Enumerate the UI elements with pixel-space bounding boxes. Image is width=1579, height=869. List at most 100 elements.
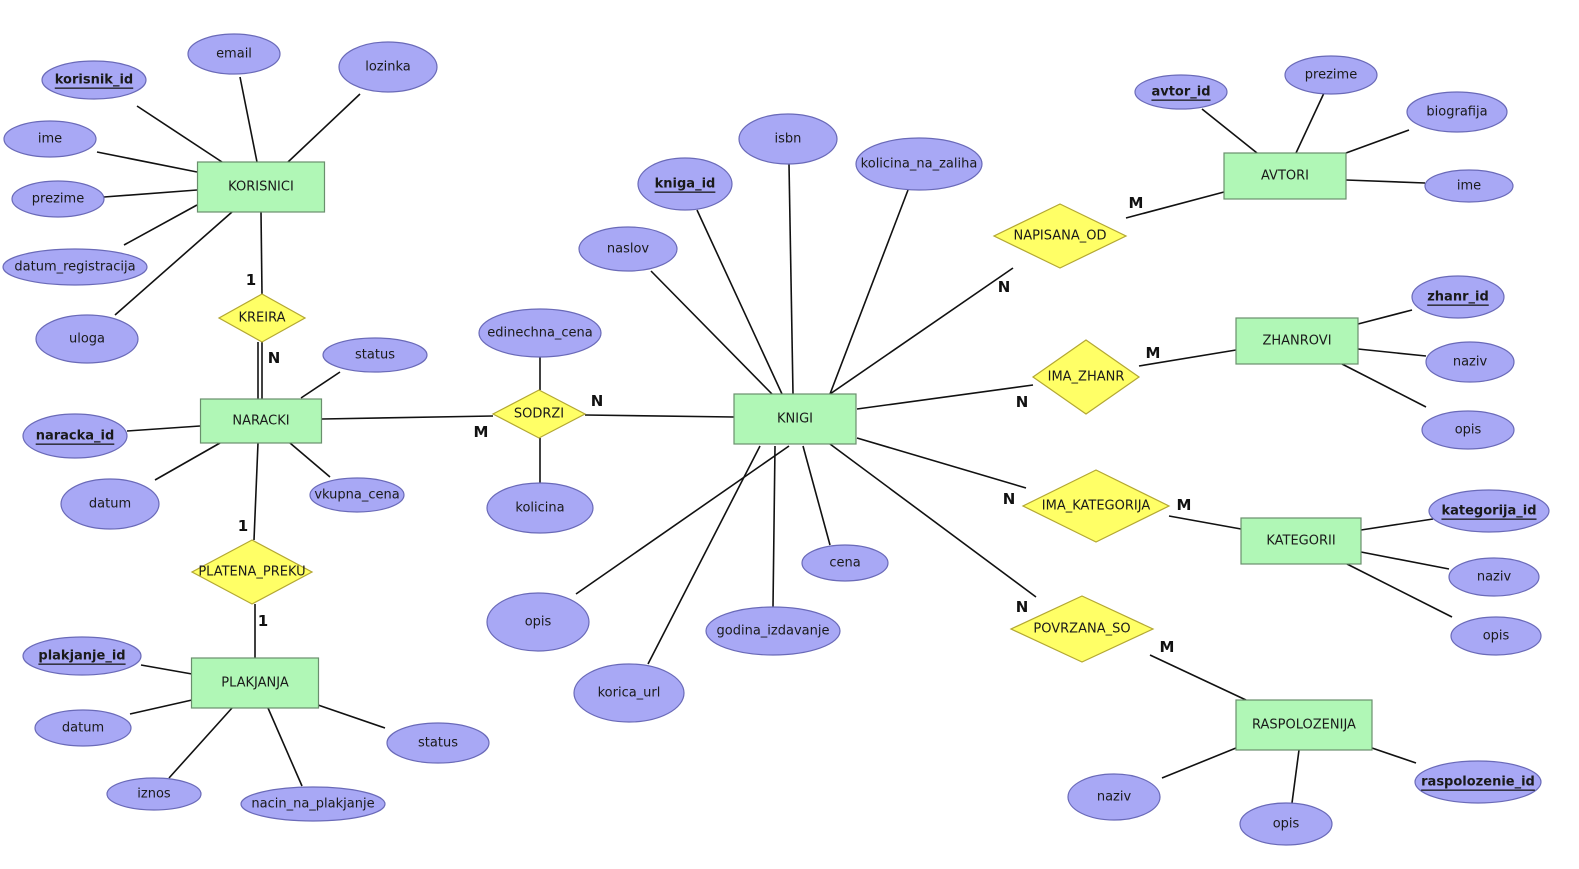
connector-line-10 — [300, 371, 341, 399]
attribute-biografija[interactable]: biografija — [1406, 91, 1508, 133]
relationship-ima-zhanr[interactable]: IMA_ZHANR — [1031, 339, 1141, 415]
connector-line-26 — [696, 209, 783, 395]
relationship-napisana-od[interactable]: NAPISANA_OD — [992, 203, 1128, 269]
attribute-avtor-id-pk[interactable]: avtor_id — [1134, 74, 1228, 110]
attribute-korisnik-id-pk[interactable]: korisnik_id — [41, 60, 147, 100]
attribute-status[interactable]: status — [322, 337, 428, 373]
attribute-label: naziv — [1097, 790, 1132, 805]
attribute-naziv[interactable]: naziv — [1448, 557, 1540, 597]
attribute-label: datum — [89, 497, 131, 512]
attribute-ellipse — [1406, 91, 1508, 133]
attribute-plakjanje-id-pk[interactable]: plakjanje_id — [22, 636, 142, 676]
attribute-opis[interactable]: opis — [486, 592, 590, 652]
connector-line-40 — [856, 437, 1027, 489]
relationship-sodrzi[interactable]: SODRZI — [491, 389, 587, 439]
attribute-ellipse — [2, 248, 148, 286]
entity-label: NARACKI — [232, 414, 289, 429]
attribute-edinechna-cena[interactable]: edinechna_cena — [478, 308, 602, 358]
attribute-nacin-na-plakjanje[interactable]: nacin_na_plakjanje — [240, 786, 386, 822]
attribute-ime[interactable]: ime — [3, 120, 97, 158]
relationship-povrzana-so[interactable]: POVRZANA_SO — [1009, 595, 1155, 663]
connector-line-30 — [1125, 191, 1225, 219]
attribute-kolicina[interactable]: kolicina — [486, 482, 594, 534]
cardinality-label: N — [1003, 490, 1016, 508]
attribute-ellipse — [738, 113, 838, 165]
connector-line-28 — [650, 270, 773, 395]
connector-line-51 — [802, 445, 831, 546]
entity-zhanrovi[interactable]: ZHANROVI — [1235, 317, 1359, 365]
attribute-cena[interactable]: cena — [801, 544, 889, 582]
attribute-prezime[interactable]: prezime — [1284, 55, 1378, 95]
attribute-kategorija-id-pk[interactable]: kategorija_id — [1428, 489, 1550, 533]
attribute-uloga[interactable]: uloga — [35, 314, 139, 364]
entity-korisnici[interactable]: KORISNICI — [196, 161, 326, 213]
entity-plakjanja[interactable]: PLAKJANJA — [190, 657, 320, 709]
connector-line-45 — [829, 443, 1037, 598]
entity-label: KATEGORII — [1266, 534, 1335, 549]
relationship-label: PLATENA_PREKU — [198, 565, 305, 580]
attribute-opis[interactable]: opis — [1450, 616, 1542, 656]
attribute-prezime[interactable]: prezime — [11, 180, 105, 218]
relationship-ima-kategorija[interactable]: IMA_KATEGORIJA — [1021, 469, 1171, 543]
attribute-iznos[interactable]: iznos — [106, 777, 202, 811]
attribute-ellipse — [1414, 760, 1542, 804]
attribute-naracka-id-pk[interactable]: naracka_id — [22, 413, 128, 459]
attribute-ellipse — [1421, 410, 1515, 450]
attribute-korica-url[interactable]: korica_url — [573, 663, 685, 723]
attribute-ellipse — [3, 120, 97, 158]
connector-line-47 — [1161, 747, 1237, 779]
attribute-ellipse — [60, 478, 160, 530]
entity-avtori[interactable]: AVTORI — [1223, 152, 1347, 200]
relationship-label: IMA_ZHANR — [1048, 370, 1125, 385]
attribute-ellipse — [11, 180, 105, 218]
attribute-label: biografija — [1426, 105, 1487, 120]
attribute-naslov[interactable]: naslov — [578, 226, 678, 272]
cardinality-label: N — [1016, 393, 1029, 411]
entity-box — [1223, 152, 1347, 200]
attribute-godina-izdavanje[interactable]: godina_izdavanje — [705, 606, 841, 656]
attribute-opis[interactable]: opis — [1239, 802, 1333, 846]
connector-line-53 — [575, 445, 790, 595]
attribute-datum[interactable]: datum — [34, 709, 132, 747]
attribute-naziv[interactable]: naziv — [1425, 341, 1515, 383]
entity-raspolozenija[interactable]: RASPOLOZENIJA — [1235, 699, 1373, 751]
cardinality-label: N — [268, 349, 281, 367]
relationship-diamond — [217, 293, 307, 343]
entity-label: PLAKJANJA — [221, 676, 289, 691]
attribute-ellipse — [573, 663, 685, 723]
relationship-label: POVRZANA_SO — [1033, 622, 1130, 637]
attribute-kolicina-na-zaliha[interactable]: kolicina_na_zaliha — [855, 137, 983, 191]
attribute-datum-registracija[interactable]: datum_registracija — [2, 248, 148, 286]
entity-naracki[interactable]: NARACKI — [199, 398, 323, 444]
attribute-label: kniga_id — [655, 177, 716, 192]
attribute-zhanr-id-pk[interactable]: zhanr_id — [1411, 275, 1505, 319]
entity-knigi[interactable]: KNIGI — [733, 393, 857, 445]
connector-line-27 — [829, 189, 909, 395]
attribute-isbn[interactable]: isbn — [738, 113, 838, 165]
connector-line-36 — [1138, 349, 1237, 367]
relationship-kreira[interactable]: KREIRA — [217, 293, 307, 343]
entity-kategorii[interactable]: KATEGORII — [1240, 517, 1362, 565]
attribute-vkupna-cena[interactable]: vkupna_cena — [309, 477, 405, 513]
attribute-raspolozenie-id-pk[interactable]: raspolozenie_id — [1414, 760, 1542, 804]
connector-line-41 — [1168, 515, 1242, 530]
attribute-label: status — [355, 348, 395, 363]
attribute-label: vkupna_cena — [314, 488, 399, 503]
attribute-kniga-id-pk[interactable]: kniga_id — [637, 157, 733, 211]
attribute-ime[interactable]: ime — [1424, 169, 1514, 203]
attribute-ellipse — [705, 606, 841, 656]
connector-line-50 — [772, 445, 776, 608]
connector-line-6 — [114, 211, 233, 316]
connector-line-32 — [1295, 92, 1325, 154]
relationship-platena-preku[interactable]: PLATENA_PREKU — [190, 539, 314, 605]
relationship-diamond — [992, 203, 1128, 269]
connector-line-34 — [1345, 179, 1426, 184]
attribute-lozinka[interactable]: lozinka — [338, 41, 438, 93]
attribute-naziv[interactable]: naziv — [1067, 773, 1161, 821]
attribute-label: naracka_id — [36, 429, 115, 444]
attribute-opis[interactable]: opis — [1421, 410, 1515, 450]
attribute-datum[interactable]: datum — [60, 478, 160, 530]
attribute-status[interactable]: status — [386, 722, 490, 764]
attribute-email[interactable]: email — [187, 33, 281, 75]
